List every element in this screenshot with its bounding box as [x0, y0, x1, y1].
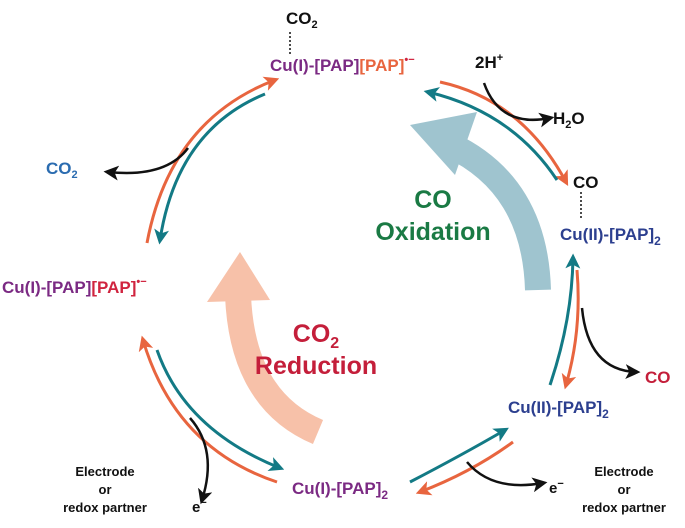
arc-bottom-right-orange [415, 440, 514, 496]
co2-product-label: CO2 [46, 159, 78, 181]
co-product-label: CO [645, 368, 671, 387]
co2-reduction-big-arrow [207, 252, 324, 444]
svg-text:redox partner: redox partner [63, 500, 147, 515]
electron-right-arrow [466, 461, 548, 493]
electron-left-arrow [189, 417, 213, 505]
arc-right-upper-teal [423, 87, 559, 181]
svg-text:Oxidation: Oxidation [375, 218, 490, 246]
svg-text:or: or [99, 482, 112, 497]
co-adduct-label: CO [573, 173, 599, 192]
arc-left-upper-teal [154, 92, 266, 245]
svg-text:CO: CO [414, 186, 452, 214]
side-reaction-arrows [103, 82, 641, 505]
co2-reduction-title: CO2 Reduction [255, 320, 377, 380]
arc-left-lower-teal [155, 349, 285, 472]
arc-bottom-right-teal [409, 427, 509, 484]
species-left-label: Cu(I)-[PAP][PAP]•− [2, 276, 147, 297]
svg-text:Electrode: Electrode [75, 464, 134, 479]
proton-label: 2H+ [475, 52, 503, 72]
electron-left-label: e− [192, 497, 207, 516]
co-oxidation-big-arrow [410, 112, 551, 291]
svg-text:or: or [618, 482, 631, 497]
species-top-label: Cu(I)-[PAP][PAP]•− [270, 54, 415, 75]
electrode-right-label: Electrode or redox partner [582, 464, 666, 515]
species-right-lower-label: Cu(II)-[PAP]2 [508, 398, 609, 421]
cycle-reaction-arrows [138, 76, 581, 496]
co2-release-arrow [103, 147, 190, 181]
species-right-upper-label: Cu(II)-[PAP]2 [560, 225, 661, 248]
arc-right-side-teal [548, 253, 581, 386]
arc-left-upper-orange [145, 76, 280, 244]
svg-text:Reduction: Reduction [255, 352, 377, 380]
electron-right-label: e− [549, 478, 564, 497]
electrode-left-label: Electrode or redox partner [63, 464, 147, 515]
water-label: H2O [553, 109, 585, 131]
proton-water-arrow [482, 82, 555, 128]
svg-text:CO2: CO2 [293, 320, 340, 352]
arc-left-lower-orange [138, 335, 278, 484]
arc-right-side-orange [561, 269, 580, 390]
co-release-arrow [580, 307, 641, 380]
co2-adduct-label: CO2 [286, 9, 318, 31]
co-oxidation-title: CO Oxidation [375, 186, 490, 246]
svg-text:Electrode: Electrode [594, 464, 653, 479]
svg-text:redox partner: redox partner [582, 500, 666, 515]
species-bottom-label: Cu(I)-[PAP]2 [292, 479, 388, 502]
